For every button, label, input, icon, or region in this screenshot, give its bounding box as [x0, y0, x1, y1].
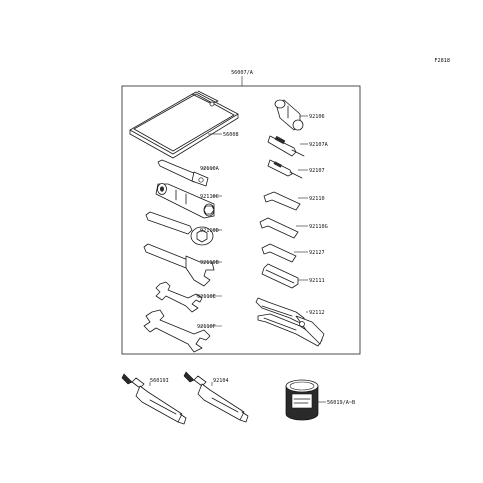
label-92104: 92104: [213, 378, 229, 384]
label-92106: 92106: [309, 114, 325, 120]
wrench-92110d: [145, 211, 214, 246]
bar-92111: [261, 263, 299, 289]
wrench-92110a: [157, 159, 209, 187]
screwdriver-92107: [267, 159, 303, 179]
grease-tube-92104: [183, 371, 249, 423]
label-92110g: 92110G: [309, 224, 328, 230]
label-92107: 92107: [309, 168, 325, 174]
label-92107a: 92107A: [309, 142, 329, 148]
label-56008: 56008: [223, 132, 239, 138]
hex-key-92110: [263, 191, 301, 211]
hex-key-92127: [261, 243, 297, 263]
grease-tube-56019i: [121, 373, 187, 425]
wrench-92110f: [143, 309, 211, 353]
label-92110e: 92110E: [197, 294, 216, 300]
grease-can-56019a: [285, 379, 319, 421]
label-56019a: 56019/A~B: [327, 400, 355, 406]
hex-key-92110g: [259, 217, 299, 239]
label-92110c: 92110C: [200, 194, 219, 200]
label-92110a: 92110A: [200, 166, 220, 172]
wrench-92110b: [143, 243, 215, 287]
tool-bag: [129, 90, 239, 159]
label-92111: 92111: [309, 278, 325, 284]
screwdriver-92107a: [267, 135, 305, 157]
label-92127: 92127: [309, 250, 325, 256]
kit-label: 56007/A: [231, 70, 254, 76]
label-92110b: 92110B: [200, 260, 219, 266]
handle-92106: [274, 99, 304, 131]
label-92110f: 92110F: [197, 324, 216, 330]
kit-frame: [121, 85, 361, 355]
figure-code: F2818: [434, 58, 450, 64]
label-56019i: 56019I: [150, 378, 169, 384]
label-92110d: 92110D: [200, 228, 219, 234]
wrench-92110e: [155, 281, 203, 313]
pliers-92112: [255, 297, 325, 347]
label-92112: 92112: [309, 310, 325, 316]
label-92110: 92110: [309, 196, 325, 202]
plug-wrench-92110c: [155, 183, 215, 219]
